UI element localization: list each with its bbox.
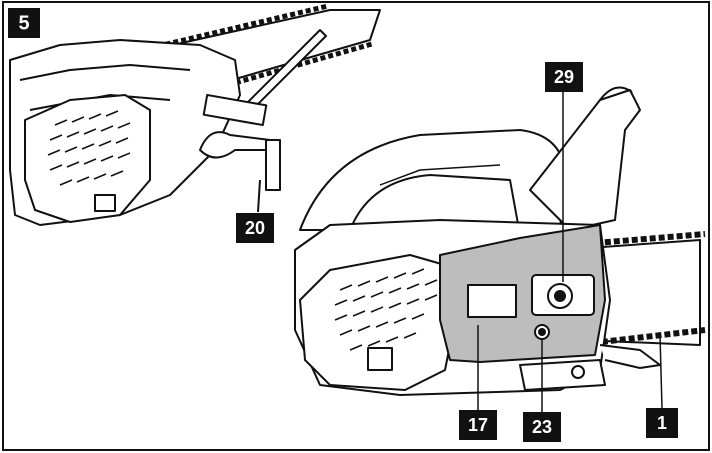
callout-17: 17 xyxy=(459,410,497,440)
svg-text:20: 20 xyxy=(245,218,265,238)
callout-29: 29 xyxy=(545,62,583,92)
inset-vent-slots xyxy=(47,110,131,186)
step-number-badge: 5 xyxy=(8,8,40,38)
inset-detail xyxy=(9,3,381,226)
svg-text:5: 5 xyxy=(18,12,29,34)
top-handle xyxy=(299,129,566,236)
main-vent-slots xyxy=(334,268,438,351)
callout-23: 23 xyxy=(523,412,561,442)
svg-text:29: 29 xyxy=(554,67,574,87)
svg-text:23: 23 xyxy=(532,417,552,437)
svg-text:17: 17 xyxy=(468,415,488,435)
callout-1: 1 xyxy=(646,408,678,438)
cover-window xyxy=(467,284,517,318)
inset-tool-tip xyxy=(265,139,281,191)
inset-vent-cover xyxy=(24,94,151,223)
saw-chain-top xyxy=(559,231,706,249)
screwdriver-handle xyxy=(202,93,268,127)
svg-text:1: 1 xyxy=(657,413,667,433)
leader-lines xyxy=(477,92,663,412)
callout-20: 20 xyxy=(236,213,274,243)
